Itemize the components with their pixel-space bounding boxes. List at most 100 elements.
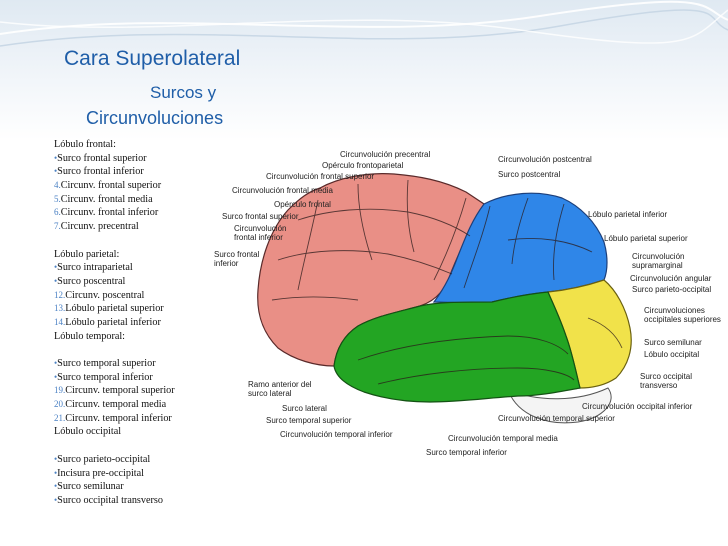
list-item: 5.Circunv. frontal media — [54, 193, 214, 207]
label-circ-postcentral: Circunvolución postcentral — [498, 155, 592, 164]
list-item: 14.Lóbulo parietal inferior — [54, 316, 214, 330]
list-item-text: Incisura pre-occipital — [57, 467, 144, 479]
list-item-text: Circunv. frontal superior — [60, 180, 162, 192]
list-marker: 19. — [54, 385, 66, 396]
list-item-text: Surco temporal inferior — [57, 371, 153, 383]
label-circ-frontal-superior: Circunvolución frontal superior — [266, 172, 375, 181]
label-circ-frontal-media: Circunvolución frontal media — [232, 186, 333, 195]
list-item: •Incisura pre-occipital — [54, 467, 214, 481]
list-marker: • — [54, 494, 58, 505]
label-surco-temporal-superior: Surco temporal superior — [266, 416, 352, 425]
label-circ-occipital-inferior: Circunvolución occipital inferior — [582, 402, 693, 411]
temporal-lobe-shape — [333, 291, 581, 403]
list-item-text: Surco intraparietal — [57, 262, 133, 274]
list-marker: • — [54, 166, 58, 177]
label-circ-occipitales: Circunvoluciones occipitales superiores — [644, 306, 721, 324]
list-spacer — [54, 343, 214, 357]
list-item: Lóbulo frontal: — [54, 138, 214, 152]
list-marker: 7. — [54, 221, 61, 232]
list-item-text: Surco poscentral — [57, 275, 126, 287]
list-item: •Surco temporal superior — [54, 357, 214, 371]
list-marker: 12. — [54, 289, 66, 300]
list-marker: 13. — [54, 303, 66, 314]
list-marker: • — [54, 275, 58, 286]
list-marker: • — [54, 453, 58, 464]
structure-list: Lóbulo frontal:•Surco frontal superior•S… — [54, 138, 214, 508]
list-item-text: Lóbulo occipital — [54, 426, 122, 438]
list-item-text: Surco semilunar — [57, 481, 124, 493]
label-surco-semilunar: Surco semilunar — [644, 338, 702, 347]
list-item: •Surco intraparietal — [54, 261, 214, 275]
list-item: •Surco parieto-occipital — [54, 453, 214, 467]
list-item-text: Lóbulo parietal inferior — [65, 316, 161, 328]
list-marker: • — [54, 262, 58, 273]
list-marker: 5. — [54, 193, 61, 204]
label-surco-lateral: Surco lateral — [282, 404, 327, 413]
list-item: 21.Circunv. temporal inferior — [54, 412, 214, 426]
label-circ-temporal-media: Circunvolución temporal media — [448, 434, 558, 443]
list-item: 20.Circunv. temporal media — [54, 398, 214, 412]
list-item-text: Surco frontal inferior — [57, 166, 144, 178]
list-marker: • — [54, 467, 58, 478]
list-item-text: Circunv. frontal media — [60, 193, 153, 205]
slide-title: Cara Superolateral — [64, 47, 241, 70]
list-item-text: Surco frontal superior — [57, 152, 147, 164]
list-marker: • — [54, 481, 58, 492]
list-item: 6.Circunv. frontal inferior — [54, 206, 214, 220]
list-marker: 6. — [54, 207, 61, 218]
label-surco-temporal-inferior: Surco temporal inferior — [426, 448, 507, 457]
list-item: 7.Circunv. precentral — [54, 220, 214, 234]
list-item-text: Circunv. temporal media — [65, 399, 167, 411]
label-ramo-anterior: Ramo anterior del surco lateral — [248, 380, 312, 398]
slide-subtitle-line2: Circunvoluciones — [86, 108, 224, 128]
label-surco-postcentral: Surco postcentral — [498, 170, 561, 179]
list-item-text: Circunv. poscentral — [65, 289, 145, 301]
list-marker: 21. — [54, 412, 66, 423]
label-circ-frontal-inferior: Circunvolución frontal inferior — [234, 224, 287, 242]
cerebellum-shape — [507, 387, 612, 424]
list-item: 12.Circunv. poscentral — [54, 289, 214, 303]
list-item: Lóbulo occipital — [54, 425, 214, 439]
list-item: •Surco semilunar — [54, 480, 214, 494]
list-item-text: Lóbulo parietal superior — [65, 303, 164, 315]
list-spacer — [54, 439, 214, 453]
label-surco-frontal-superior: Surco frontal superior — [222, 212, 299, 221]
sulci-lines — [271, 179, 623, 385]
list-item-text: Lóbulo temporal: — [54, 330, 126, 342]
list-item: 13.Lóbulo parietal superior — [54, 302, 214, 316]
brain-diagram: Circunvolución precentral Opérculo front… — [208, 140, 728, 470]
list-item: •Surco poscentral — [54, 275, 214, 289]
brain-illustration — [257, 173, 632, 424]
list-item-text: Circunv. precentral — [60, 221, 139, 233]
list-marker: • — [54, 371, 58, 382]
list-item-text: Surco parieto-occipital — [57, 453, 151, 465]
label-surco-frontal-inferior: Surco frontal inferior — [214, 250, 260, 268]
list-item: Lóbulo temporal: — [54, 330, 214, 344]
list-item: •Surco frontal superior — [54, 152, 214, 166]
label-circ-precentral: Circunvolución precentral — [340, 150, 431, 159]
label-circ-supramarginal: Circunvolución supramarginal — [632, 252, 685, 270]
list-item-text: Circunv. frontal inferior — [60, 207, 159, 219]
label-lobulo-occipital: Lóbulo occipital — [644, 350, 700, 359]
list-item: •Surco frontal inferior — [54, 165, 214, 179]
list-item-text: Circunv. temporal inferior — [65, 412, 172, 424]
label-circ-temporal-superior: Circunvolución temporal superior — [498, 414, 615, 423]
list-item: 4.Circunv. frontal superior — [54, 179, 214, 193]
label-circ-angular: Circunvolución angular — [630, 274, 712, 283]
label-operculo-frontal: Opérculo frontal — [274, 200, 331, 209]
label-operculo: Opérculo frontoparietal — [322, 161, 404, 170]
list-item-text: Lóbulo frontal: — [54, 139, 116, 150]
label-surco-parieto-occipital: Surco parieto-occipital — [632, 285, 712, 294]
list-item-text: Surco temporal superior — [57, 358, 156, 369]
list-item-text: Surco occipital transverso — [57, 494, 163, 506]
list-marker: 20. — [54, 399, 66, 410]
list-marker: • — [54, 152, 58, 163]
list-item: Lóbulo parietal: — [54, 248, 214, 262]
header-band — [0, 0, 728, 140]
list-marker: 4. — [54, 180, 61, 191]
list-item: •Surco temporal inferior — [54, 371, 214, 385]
list-item-text: Lóbulo parietal: — [54, 248, 120, 260]
slide-subtitle-line1: Surcos y — [150, 83, 217, 102]
label-lobulo-parietal-superior: Lóbulo parietal superior — [604, 234, 688, 243]
label-lobulo-parietal-inferior: Lóbulo parietal inferior — [588, 210, 668, 219]
